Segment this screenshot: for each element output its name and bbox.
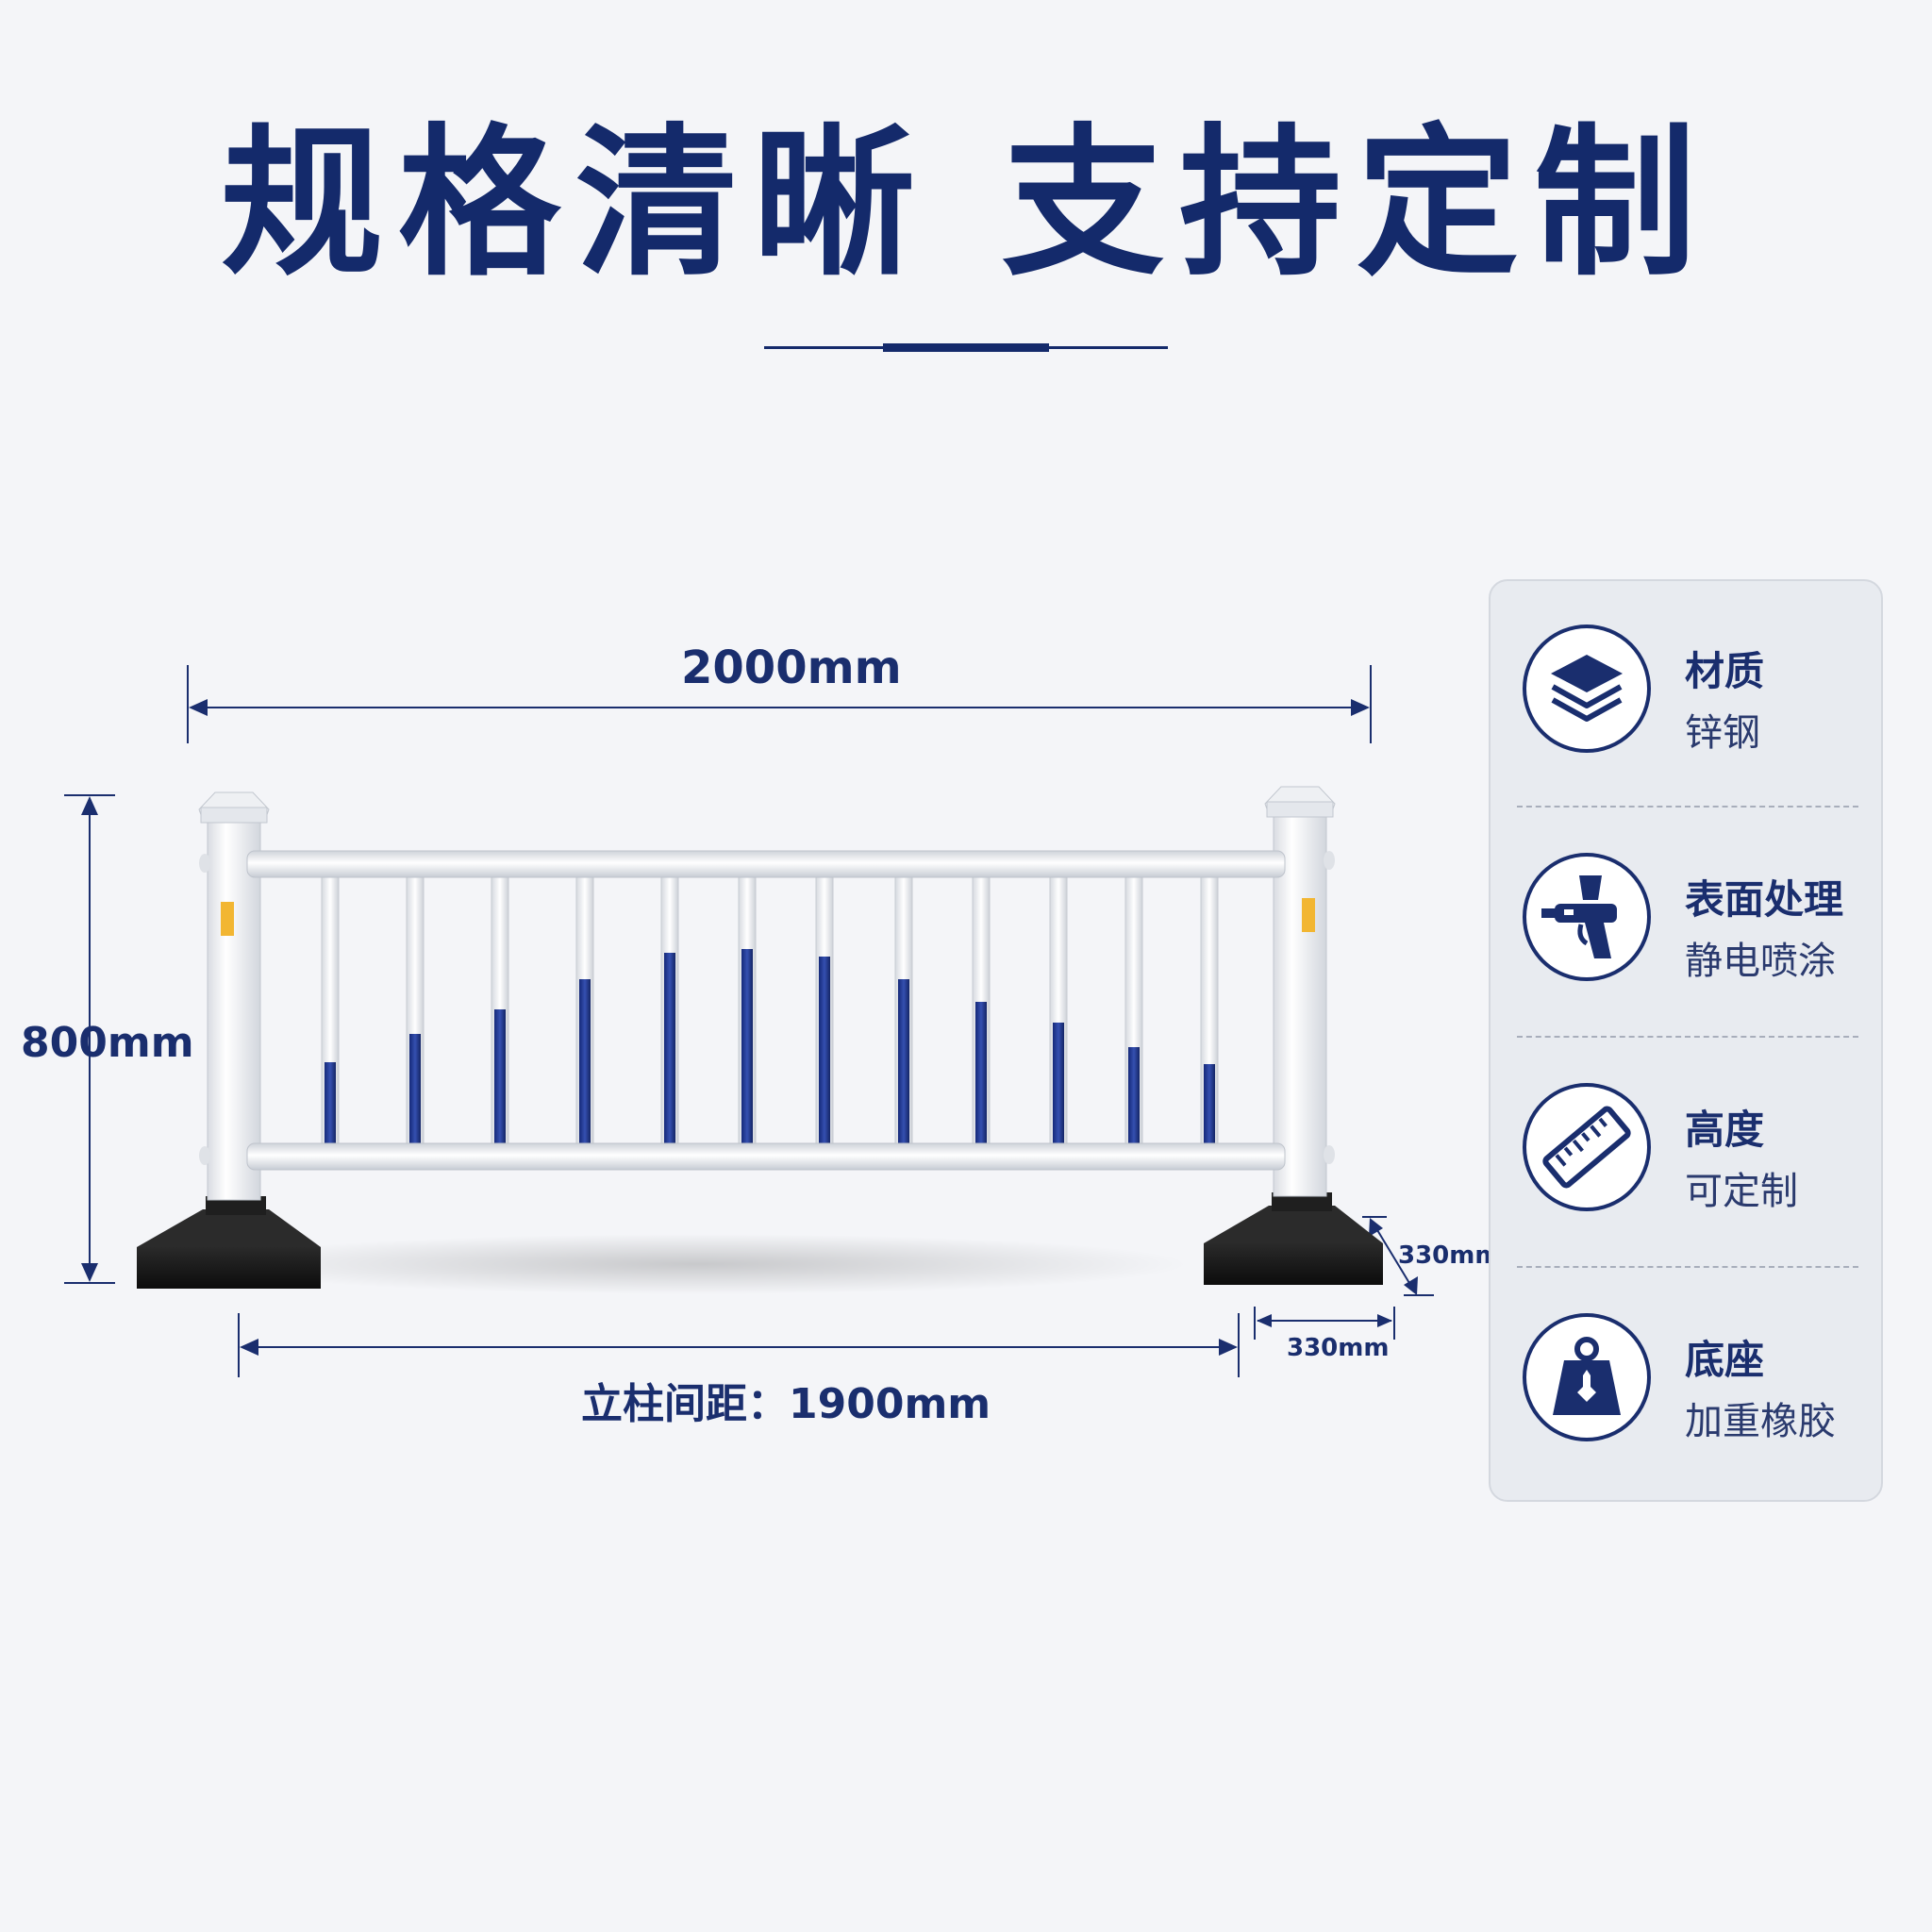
spec-divider (1517, 1036, 1858, 1038)
spec-title: 材质 (1685, 648, 1765, 694)
spec-surface-treatment: 表面处理 静电喷涂 (1491, 809, 1885, 998)
right-post-bolt-top (1324, 851, 1335, 870)
fence-bar-blue-segment (409, 1034, 421, 1145)
left-post-bolt-top (199, 854, 210, 873)
fence-bar-blue-segment (325, 1062, 336, 1145)
bottom-rail (246, 1142, 1286, 1171)
spec-value: 加重橡胶 (1685, 1400, 1836, 1443)
basewidth-arrow-right (1377, 1314, 1392, 1327)
right-post-bolt-bottom (1324, 1145, 1335, 1164)
left-post-bolt-bottom (199, 1146, 210, 1165)
post-spacing-label: 立柱间距：1900mm (581, 1380, 991, 1428)
left-reflector (221, 902, 234, 936)
fence-bar-blue-segment (898, 979, 909, 1145)
width-arrow-left (189, 699, 208, 716)
left-post (207, 822, 261, 1201)
overall-width-label: 2000mm (681, 641, 902, 694)
right-base-collar (1272, 1192, 1332, 1211)
spec-value: 静电喷涂 (1685, 940, 1836, 983)
ground-shadow (208, 1234, 1189, 1294)
spec-title: 高度 (1685, 1107, 1765, 1153)
fence-bar-blue-segment (741, 949, 753, 1145)
spec-value: 锌钢 (1685, 711, 1760, 755)
weight-icon (1523, 1313, 1651, 1441)
basewidth-arrow-left (1257, 1314, 1272, 1327)
left-base-front (137, 1247, 321, 1289)
right-post-cap-band (1266, 801, 1334, 818)
spec-base: 底座 加重橡胶 (1491, 1270, 1885, 1458)
left-base-collar (206, 1196, 266, 1215)
spec-divider (1517, 806, 1858, 808)
spec-card: 材质 锌钢 表面处理 静电喷涂 (1489, 579, 1883, 1502)
spec-material: 材质 锌钢 (1491, 581, 1885, 770)
right-reflector (1302, 898, 1315, 932)
fence-bar-blue-segment (1204, 1064, 1215, 1145)
fence-bar-blue-segment (819, 957, 830, 1145)
spec-divider (1517, 1266, 1858, 1268)
fence-bar-blue-segment (664, 953, 675, 1145)
basedepth-dim-line (1371, 1220, 1416, 1293)
fence-bar-blue-segment (1053, 1023, 1064, 1145)
basedepth-arrow-top (1369, 1218, 1383, 1237)
spec-title: 底座 (1685, 1337, 1765, 1383)
fence-bars (321, 874, 1219, 1146)
fence-bar-blue-segment (494, 1009, 506, 1145)
right-base-front (1204, 1243, 1383, 1285)
spec-value: 可定制 (1685, 1170, 1798, 1213)
fence-diagram (64, 665, 1434, 1377)
spacing-arrow-left (240, 1339, 258, 1356)
fence-bar-blue-segment (579, 979, 591, 1145)
ruler-icon (1523, 1083, 1651, 1211)
spec-height: 高度 可定制 (1491, 1040, 1885, 1228)
right-base-top (1204, 1206, 1383, 1243)
height-label: 800mm (21, 1019, 194, 1067)
layers-icon (1523, 625, 1651, 753)
left-post-cap-band (200, 807, 268, 824)
base-depth-label: 330mm (1398, 1241, 1501, 1270)
left-base-top (137, 1209, 321, 1247)
title-underline-accent (883, 343, 1049, 352)
spacing-arrow-right (1219, 1339, 1238, 1356)
height-arrow-bottom (81, 1263, 98, 1282)
basedepth-arrow-bottom (1404, 1276, 1418, 1295)
fence-bar-blue-segment (1128, 1047, 1140, 1145)
top-rail (246, 850, 1286, 878)
page-title: 规格清晰 支持定制 (221, 108, 1711, 298)
spec-title: 表面处理 (1685, 876, 1844, 923)
height-arrow-top (81, 796, 98, 815)
spray-gun-icon (1523, 853, 1651, 981)
fence-bar-blue-segment (975, 1002, 987, 1145)
base-width-label: 330mm (1287, 1334, 1390, 1362)
width-arrow-right (1351, 699, 1370, 716)
